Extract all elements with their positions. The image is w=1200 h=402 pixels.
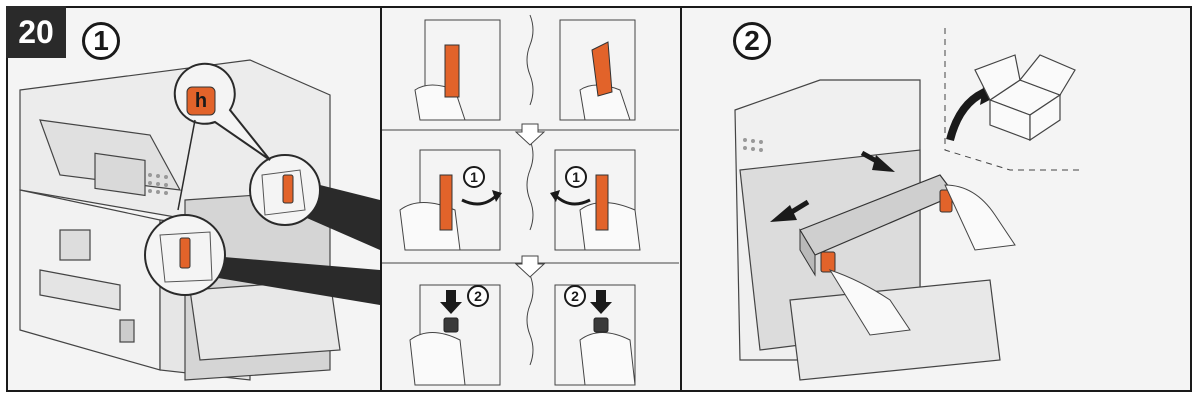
row3-left-callout: 2 — [467, 285, 489, 307]
printer-overview-illustration — [19, 59, 380, 381]
panel1-step-circle: 1 — [82, 22, 120, 60]
row2-right-callout: 1 — [565, 166, 587, 188]
divider-right — [680, 6, 682, 392]
step-number-badge: 20 — [6, 6, 66, 58]
panel3-step-number: 2 — [744, 25, 760, 56]
panel1-step-number: 1 — [93, 25, 109, 56]
step-number: 20 — [18, 13, 54, 50]
divider-left — [380, 6, 382, 392]
row3-right-callout: 2 — [564, 285, 586, 307]
lever-h-label: h — [194, 89, 208, 112]
panel3-step-circle: 2 — [733, 22, 771, 60]
row2-left-callout: 1 — [463, 166, 485, 188]
